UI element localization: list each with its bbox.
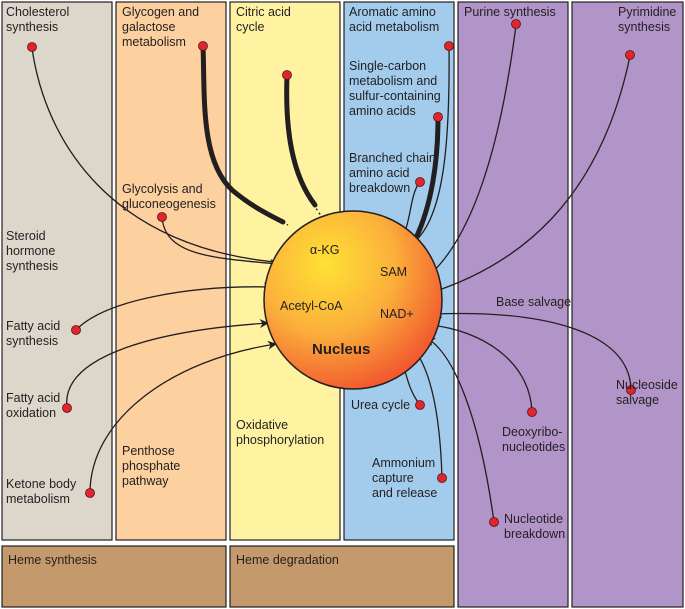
sam-label: SAM <box>380 265 407 279</box>
nad-label: NAD+ <box>380 307 414 321</box>
dot-glycolysis <box>157 212 167 222</box>
label-nucleotide-breakdown: Nucleotide breakdown <box>504 512 567 541</box>
label-ketone: Ketone body metabolism <box>6 477 80 506</box>
dot-glycogen <box>198 41 208 51</box>
dot-fatty-acid-synthesis <box>71 325 81 335</box>
column-purine <box>457 1 569 608</box>
heme-degradation-box <box>229 545 455 608</box>
heme-synthesis-box <box>1 545 227 608</box>
arrow-deoxyribo <box>429 321 533 413</box>
dot-nucleoside <box>626 385 636 395</box>
dot-cholesterol <box>27 42 37 52</box>
label-purine: Purine synthesis <box>464 5 556 19</box>
dot-nucleotide-breakdown <box>489 517 499 527</box>
label-fatty-acid-synthesis: Fatty acid synthesis <box>6 319 64 348</box>
arrow-cholesterol <box>31 47 287 267</box>
nucleus-circle <box>263 210 443 390</box>
column-carbohydrate <box>115 1 227 541</box>
column-lipid <box>1 1 113 541</box>
dot-fatty-acid-oxidation <box>62 403 72 413</box>
label-nucleoside: Nucleoside salvage <box>616 378 681 407</box>
dot-ketone <box>85 488 95 498</box>
heme-synthesis-label: Heme synthesis <box>8 553 97 567</box>
dot-pyrimidine <box>625 50 635 60</box>
label-cholesterol: Cholesterol synthesis <box>6 5 73 34</box>
dot-urea <box>415 400 425 410</box>
dot-aromatic <box>444 41 454 51</box>
arrow-glycolysis <box>161 216 279 268</box>
dot-deoxyribo <box>527 407 537 417</box>
label-urea: Urea cycle <box>351 398 410 412</box>
label-steroid: Steroid hormone synthesis <box>6 229 59 273</box>
label-single-carbon: Single-carbon metabolism and sulfur-cont… <box>349 59 444 118</box>
dot-citric <box>282 70 292 80</box>
heme-degradation-label: Heme degradation <box>236 553 339 567</box>
scribble-citric <box>284 73 318 208</box>
label-glycolysis: Glycolysis and gluconeogenesis <box>122 182 216 211</box>
arrow-nucleoside <box>433 309 632 391</box>
scribble-glycogen <box>200 43 286 225</box>
label-ammonium: Ammonium capture and release <box>372 456 439 500</box>
alpha-kg-label: α-KG <box>310 243 339 257</box>
label-fatty-acid-oxidation: Fatty acid oxidation <box>6 391 64 420</box>
dot-ammonium <box>437 473 447 483</box>
source-dots <box>27 19 636 527</box>
arrow-nucleotide-breakdown <box>426 337 495 523</box>
arrow-aromatic <box>404 45 450 249</box>
arrow-fatty-acid-oxidation <box>66 318 269 409</box>
arrow-fatty-acid-synthesis <box>75 282 273 331</box>
arrow-pyrimidine <box>426 55 631 296</box>
arrows <box>31 24 632 523</box>
label-deoxyribo: Deoxyribo- nucleotides <box>502 425 566 454</box>
dot-purine <box>511 19 521 29</box>
arrow-ketone <box>89 340 277 494</box>
label-oxphos: Oxidative phosphorylation <box>236 418 324 447</box>
label-base-salvage: Base salvage <box>496 295 571 309</box>
dot-single-carbon <box>433 112 443 122</box>
label-glycogen: Glycogen and galactose metabolism <box>122 5 203 49</box>
label-pyrimidine: Pyrimidine synthesis <box>618 5 680 34</box>
dot-branched <box>415 177 425 187</box>
label-branched: Branched chain amino acid breakdown <box>349 151 439 195</box>
label-aromatic: Aromatic amino acid metabolism <box>349 5 439 34</box>
label-ppp: Penthose phosphate pathway <box>122 444 184 488</box>
label-citric: Citric acid cycle <box>236 5 294 34</box>
scribble-single-carbon <box>412 115 441 243</box>
acetyl-coa-label: Acetyl-CoA <box>280 299 343 313</box>
nucleus-title: Nucleus <box>312 341 370 358</box>
column-pyrimidine <box>571 1 684 608</box>
